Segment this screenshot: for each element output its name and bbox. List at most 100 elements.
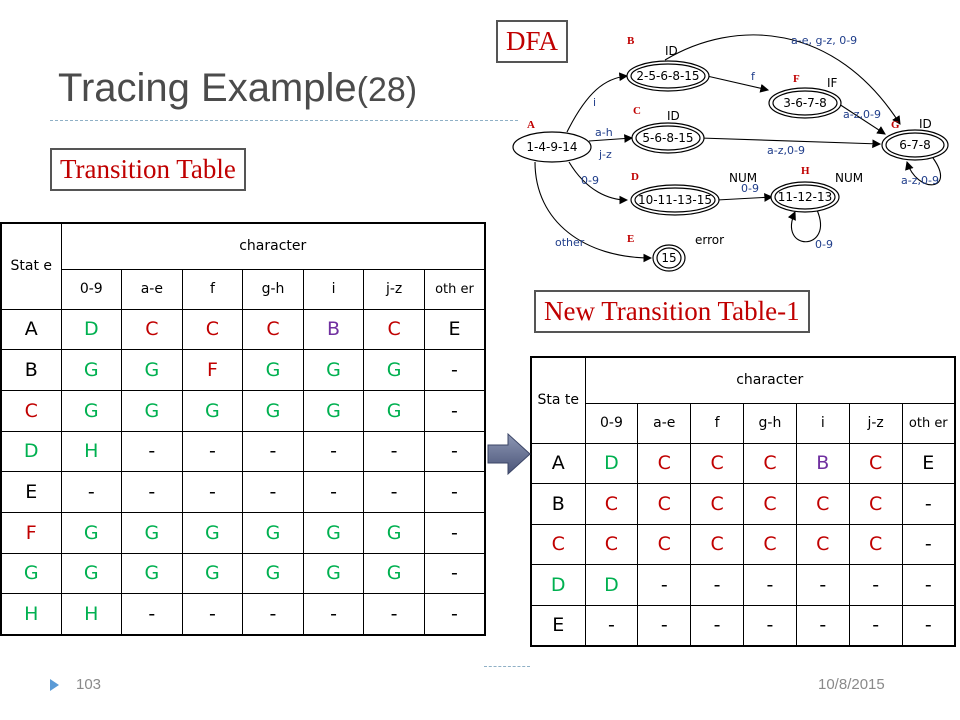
transition-cell: C [242, 308, 304, 351]
node-g-text: 6-7-8 [899, 138, 931, 152]
page-number: 103 [76, 676, 102, 693]
transition-table-label: Transition Table [50, 148, 246, 191]
transition-cell: - [690, 564, 745, 606]
letter-b: B [627, 35, 635, 47]
transition-cell: B [795, 442, 850, 484]
edge-label-i: i [593, 96, 596, 109]
transition-cell: - [60, 471, 123, 513]
transition-cell: G [363, 389, 425, 432]
transition-cell: - [743, 604, 797, 646]
column-header: j-z [848, 402, 903, 444]
node-d-text: 10-11-13-15 [638, 193, 712, 207]
transition-cell: D [584, 442, 639, 484]
transition-cell: - [901, 604, 956, 646]
new-transition-table-label: New Transition Table-1 [534, 290, 810, 333]
column-header: i [795, 402, 850, 444]
transition-cell: G [181, 552, 244, 595]
state-cell: D [530, 564, 586, 606]
state-header: Stat e [0, 222, 62, 310]
slide-title-main: Tracing Example [58, 66, 357, 110]
column-header: a-e [637, 402, 692, 444]
node-c-tag: ID [667, 109, 680, 123]
transition-cell: - [848, 604, 903, 646]
transition-cell: C [690, 483, 745, 525]
edge-b-g [664, 34, 901, 125]
transition-cell: C [363, 308, 425, 351]
transition-cell: - [690, 604, 745, 646]
transition-cell: C [848, 442, 903, 484]
state-cell: B [530, 483, 586, 525]
transition-cell: - [901, 523, 956, 565]
transition-cell: E [423, 308, 486, 351]
transition-cell: B [302, 308, 365, 351]
edge-label-other: other [555, 236, 585, 249]
edge-label-c-g: a-z,0-9 [767, 144, 805, 157]
state-cell: C [0, 389, 62, 432]
transition-cell: - [363, 430, 425, 473]
column-header: f [181, 268, 244, 310]
slide-title: Tracing Example(28) [58, 66, 417, 111]
letter-a: A [527, 119, 535, 131]
state-cell: A [0, 308, 62, 351]
transition-cell: - [423, 552, 486, 595]
node-e-tag: error [695, 233, 724, 247]
state-cell: H [0, 593, 62, 635]
edge-label-b-g: a-e, g-z, 0-9 [791, 34, 857, 47]
edge-d-h [716, 193, 774, 202]
node-b-text: 2-5-6-8-15 [636, 69, 699, 83]
transition-cell: - [242, 471, 304, 513]
edge-label-0-9: 0-9 [581, 174, 599, 187]
edge-a-b [566, 72, 629, 133]
transition-cell: D [60, 308, 123, 351]
transition-cell: C [181, 308, 244, 351]
node-a [512, 131, 592, 163]
transition-cell: - [242, 593, 304, 635]
letter-c: C [633, 105, 641, 117]
transition-cell: C [637, 523, 692, 565]
transition-cell: G [121, 349, 183, 391]
transition-cell: - [242, 430, 304, 473]
transition-cell: G [302, 552, 365, 595]
edge-a-c [588, 134, 634, 143]
table-row: E------- [0, 471, 486, 513]
node-d-tag: NUM [729, 171, 757, 185]
node-f-tag: IF [827, 76, 838, 90]
transition-cell: C [743, 523, 797, 565]
transition-cell: G [363, 552, 425, 595]
transition-cell: - [423, 511, 486, 554]
transition-cell: C [584, 483, 639, 525]
slide-title-number: (28) [356, 71, 418, 109]
edge-label-f-g: a-z,0-9 [843, 108, 881, 121]
table-row: E------- [530, 604, 956, 646]
column-header: oth er [423, 268, 486, 310]
edge-label-j-z: j-z [598, 148, 612, 161]
transition-cell: - [795, 604, 850, 646]
transition-cell: C [584, 523, 639, 565]
transition-cell: G [181, 389, 244, 432]
edge-b-f [706, 75, 770, 93]
state-cell: A [530, 442, 586, 484]
node-g-tag: ID [919, 117, 932, 131]
transition-cell: - [901, 564, 956, 606]
transition-cell: - [423, 430, 486, 473]
transition-cell: - [743, 564, 797, 606]
transition-cell: C [743, 442, 797, 484]
state-cell: B [0, 349, 62, 391]
title-divider [50, 120, 518, 121]
letter-h: H [801, 165, 810, 177]
column-header: 0-9 [60, 268, 123, 310]
transition-cell: - [121, 471, 183, 513]
edge-f-g [838, 103, 886, 135]
transition-cell: G [242, 511, 304, 554]
dfa-diagram: .nd { fill:#fff; stroke:#000; stroke-wid… [512, 34, 949, 272]
footer-bullet-icon [50, 679, 59, 691]
